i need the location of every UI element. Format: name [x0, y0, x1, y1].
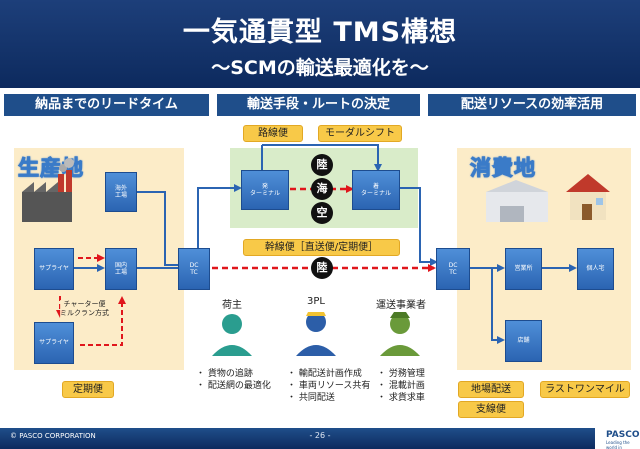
tag-regular: 定期便	[62, 381, 114, 398]
line-dc-to-store	[491, 268, 505, 344]
mode-sea: 海	[311, 178, 333, 200]
factory-icon	[22, 158, 74, 222]
tag-last-one-mile: ラストワンマイル	[540, 381, 630, 398]
box-dc-right: DC TC	[436, 248, 470, 290]
mode-land-main: 陸	[311, 257, 333, 279]
bullet-item: ・ 車両リソース共有	[287, 381, 371, 391]
tag-branch: 支線便	[458, 401, 524, 418]
box-depart-terminal: 発 ターミナル	[241, 170, 289, 210]
role-shipper: 荷主	[222, 300, 242, 311]
role-carrier: 運送事業者	[376, 300, 426, 311]
person-carrier-icon	[380, 312, 420, 356]
tag-modal-shift: モーダルシフト	[318, 125, 402, 142]
charter-label: チャーター便 ミルクラン方式	[60, 300, 109, 318]
logo-area	[595, 428, 640, 449]
bullet-item: ・ 混載計画	[377, 381, 425, 391]
box-domestic-factory: 国内 工場	[105, 248, 137, 290]
bullet-item: ・ 労務管理	[377, 369, 425, 379]
line-overseas-to-dc	[137, 191, 188, 269]
section-lead-time: 納品までのリードタイム	[4, 94, 209, 116]
person-3pl-icon	[296, 312, 336, 356]
person-shipper-icon	[212, 314, 252, 356]
box-store: 店舗	[505, 320, 542, 362]
line-route-top-h	[262, 144, 382, 172]
bullets-carrier: ・ 労務管理 ・ 混載計画 ・ 求貨求車	[377, 368, 425, 404]
tag-regional: 地場配送	[458, 381, 524, 398]
box-individual: 個人宅	[577, 248, 614, 290]
line-terminal-to-dc	[398, 187, 438, 266]
warehouse-icon	[486, 180, 548, 222]
box-supplier-1: サプライヤ	[34, 248, 74, 290]
section-resources: 配送リソースの効率活用	[428, 94, 636, 116]
section-transport: 輸送手段・ルートの決定	[217, 94, 420, 116]
pasco-logo: PASCO	[606, 430, 640, 440]
box-supplier-2: サプライヤ	[34, 322, 74, 364]
bullets-shipper: ・ 貨物の追跡 ・ 配送網の最適化	[196, 368, 271, 392]
bullet-item: ・ 求貨求車	[377, 393, 425, 403]
bullet-item: ・ 輸配送計画作成	[287, 369, 362, 379]
page-subtitle: 〜SCMの輸送最適化を〜	[211, 57, 429, 79]
header-band	[0, 0, 640, 88]
house-icon	[566, 174, 610, 220]
page-number: - 26 -	[309, 431, 331, 440]
consumption-label: 消費地	[470, 156, 536, 181]
line-dc-to-terminal	[197, 184, 242, 252]
bullet-item: ・ 共同配送	[287, 393, 335, 403]
box-sales-office: 営業所	[505, 248, 542, 290]
box-dc-left: DC TC	[178, 248, 210, 290]
mode-land-top: 陸	[311, 154, 333, 176]
pasco-logo-sub: Leading the world in geospatial	[606, 440, 630, 449]
page-title: 一気通貫型 TMS構想	[182, 17, 458, 48]
box-arrive-terminal: 着 ターミナル	[352, 170, 400, 210]
line-milkrun-2	[80, 296, 126, 346]
copyright: © PASCO CORPORATION	[10, 432, 96, 440]
bullet-item: ・ 貨物の追跡	[196, 369, 253, 379]
tag-route-service: 路線便	[243, 125, 303, 142]
bullet-item: ・ 配送網の最適化	[196, 381, 271, 391]
role-3pl: 3PL	[307, 296, 325, 307]
tag-trunk-line: 幹線便［直送便/定期便］	[243, 239, 400, 256]
footer-band	[0, 428, 640, 449]
bullets-3pl: ・ 輸配送計画作成 ・ 車両リソース共有 ・ 共同配送	[287, 368, 370, 404]
mode-air: 空	[311, 202, 333, 224]
box-overseas-factory: 海外 工場	[105, 172, 137, 212]
